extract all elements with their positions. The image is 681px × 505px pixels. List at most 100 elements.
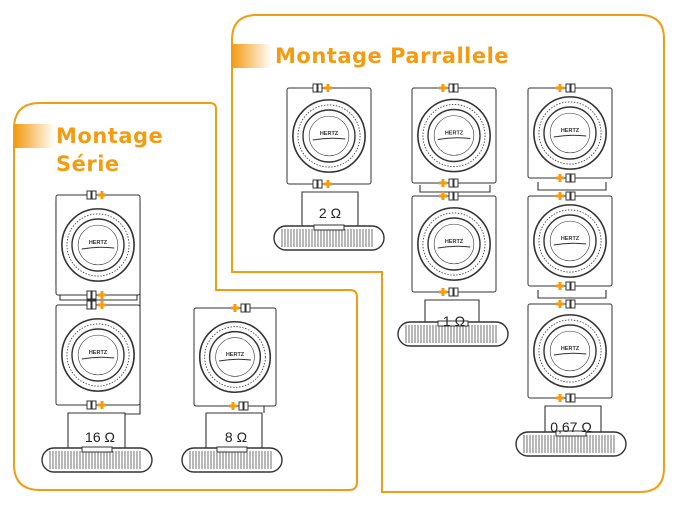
speaker-cone <box>543 106 597 160</box>
terminal-pin <box>317 83 323 93</box>
impedance-label-parallel-2: 1 Ω <box>442 313 466 329</box>
terminal-pin <box>453 191 459 201</box>
speaker-cone-inner <box>549 220 591 262</box>
speaker-terminal <box>556 191 576 201</box>
speaker-cone <box>302 109 356 163</box>
plus-icon <box>233 304 237 312</box>
speaker: HERTZ <box>55 190 141 300</box>
plus-icon <box>558 394 562 402</box>
speaker-cone-inner <box>549 112 591 154</box>
terminal-pin <box>91 190 97 200</box>
terminal-pin <box>565 191 571 201</box>
amplifier-connector <box>216 446 248 453</box>
speaker-terminal <box>556 83 576 93</box>
terminal-pin <box>448 178 454 188</box>
terminal-pin <box>565 393 571 403</box>
speaker-terminal <box>86 290 106 300</box>
speaker-brand: HERTZ <box>561 346 580 352</box>
terminal-pin <box>448 287 454 297</box>
speaker-swoosh <box>81 356 115 360</box>
terminal-pin <box>570 393 576 403</box>
terminal-pin <box>448 191 454 201</box>
speaker-cone-inner <box>433 223 475 265</box>
plus-icon <box>326 180 330 188</box>
speaker-terminal <box>439 178 459 188</box>
plus-icon <box>441 179 445 187</box>
plus-icon <box>100 301 104 309</box>
wire-output <box>67 412 126 450</box>
speaker-swoosh <box>219 358 251 362</box>
speaker-ring <box>422 212 486 276</box>
speaker-terminal <box>439 191 459 201</box>
terminal-pin <box>570 83 576 93</box>
terminal-pin <box>565 281 571 291</box>
parallel-title-bar <box>232 44 272 68</box>
serie-title-bar <box>15 124 55 148</box>
speaker-cone-inner <box>308 115 350 157</box>
plus-icon <box>100 191 104 199</box>
wire-output <box>544 405 602 434</box>
speaker-swoosh <box>437 137 471 140</box>
speaker-terminal <box>312 83 332 93</box>
plus-icon <box>558 300 562 308</box>
terminal-pin <box>312 179 318 189</box>
wire-output <box>301 191 359 228</box>
speaker-cone <box>427 108 481 163</box>
amplifier-connector <box>555 430 587 437</box>
speaker-ring <box>66 213 130 277</box>
terminal-pin <box>245 303 251 313</box>
amplifier <box>397 320 509 347</box>
wire-output <box>205 412 263 450</box>
serie-section-title-line1: Montage <box>56 124 164 148</box>
terminal-pin <box>565 173 571 183</box>
speaker-swoosh <box>553 242 587 246</box>
speaker: HERTZ <box>55 300 141 410</box>
speaker-brand: HERTZ <box>226 352 245 358</box>
plus-icon <box>441 192 445 200</box>
plus-icon <box>100 291 104 299</box>
speaker-swoosh <box>437 245 471 249</box>
plus-icon <box>558 84 562 92</box>
speaker-swoosh <box>81 246 115 250</box>
speaker-cone-inner <box>433 115 475 156</box>
plus-icon <box>326 84 330 92</box>
speaker-swoosh <box>553 134 587 138</box>
speaker-terminal <box>229 401 249 411</box>
speaker-terminal <box>86 300 106 310</box>
speaker-cone-inner <box>77 334 119 376</box>
speaker: HERTZ <box>411 83 497 188</box>
speaker: HERTZ <box>193 303 277 411</box>
amplifier-connector <box>313 224 345 231</box>
amplifier-connector <box>437 320 469 327</box>
wire-parallel-link <box>537 290 607 299</box>
terminal-pin <box>317 179 323 189</box>
speaker-cone <box>208 330 262 384</box>
terminal-pin <box>570 299 576 309</box>
impedance-label-parallel-3: 0,67 Ω <box>550 419 592 435</box>
speaker: HERTZ <box>527 83 613 183</box>
speaker-cone-inner <box>549 330 591 372</box>
plus-icon <box>441 288 445 296</box>
speaker-cone <box>543 324 597 378</box>
speaker-brand: HERTZ <box>561 128 580 134</box>
speaker-cone <box>71 328 125 382</box>
speaker-cone <box>543 214 597 268</box>
speaker-cone-inner <box>77 224 119 266</box>
speaker: HERTZ <box>286 83 372 189</box>
serie-section-outline <box>13 102 358 491</box>
speaker: HERTZ <box>527 191 613 291</box>
terminal-pin <box>448 83 454 93</box>
speaker-terminal <box>439 83 459 93</box>
speaker-ring <box>538 319 602 383</box>
terminal-pin <box>453 178 459 188</box>
amplifier <box>41 446 153 473</box>
speaker-cone <box>71 218 125 272</box>
speaker: HERTZ <box>527 299 613 403</box>
plus-icon <box>100 401 104 409</box>
speaker-ring <box>422 104 486 167</box>
terminal-pin <box>453 83 459 93</box>
terminal-pin <box>565 83 571 93</box>
terminal-pin <box>86 300 92 310</box>
speaker-swoosh <box>553 352 587 356</box>
